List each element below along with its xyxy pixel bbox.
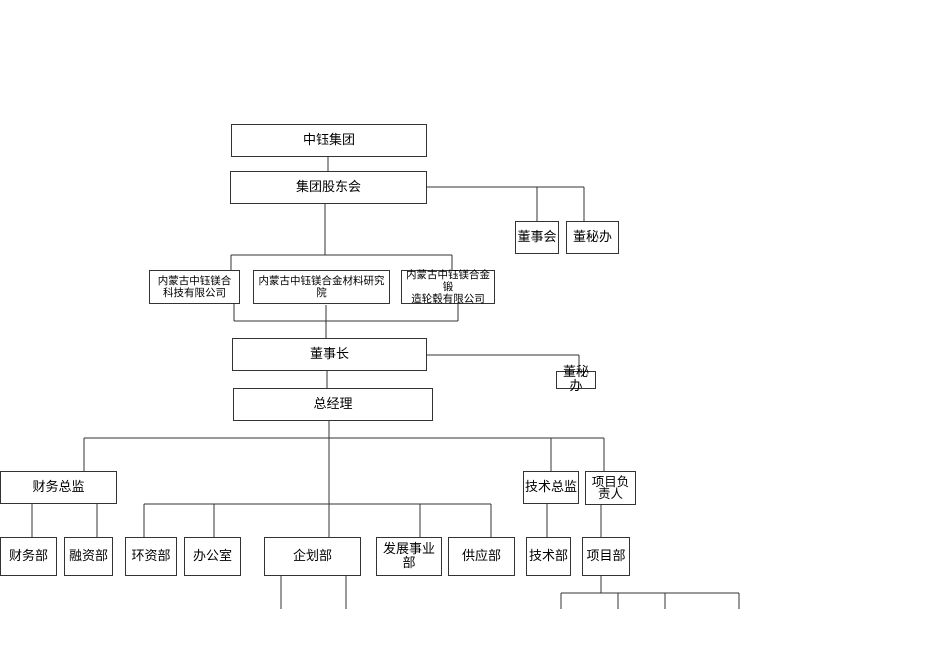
node-chairman-secretary-office: 董秘办 — [556, 366, 596, 394]
node-finance-dept: 财务部 — [0, 537, 57, 576]
node-board-secretary-office: 董秘办 — [566, 221, 619, 254]
node-development-dept: 发展事业部 — [376, 537, 442, 576]
node-general-manager: 总经理 — [233, 388, 433, 421]
node-board: 董事会 — [515, 221, 559, 254]
node-project-lead: 项目负 责人 — [585, 471, 636, 505]
node-shareholders: 集团股东会 — [230, 171, 427, 204]
node-financing-dept: 融资部 — [64, 537, 113, 576]
node-tech-dept: 技术部 — [526, 537, 571, 576]
node-env-dept: 环资部 — [125, 537, 177, 576]
node-group: 中钰集团 — [231, 124, 427, 157]
node-company-forging: 内蒙古中钰镁合金锻 造轮毂有限公司 — [401, 269, 495, 305]
node-company-tech: 内蒙古中钰镁合 科技有限公司 — [149, 270, 240, 304]
node-office: 办公室 — [184, 537, 241, 576]
node-planning-dept: 企划部 — [264, 537, 361, 576]
node-cfo: 财务总监 — [0, 471, 117, 504]
node-cto: 技术总监 — [523, 471, 579, 504]
node-supply-dept: 供应部 — [448, 537, 515, 576]
node-chairman: 董事长 — [232, 338, 427, 371]
node-research-institute: 内蒙古中钰镁合金材料研究院 — [253, 270, 390, 304]
node-project-dept: 项目部 — [582, 537, 630, 576]
